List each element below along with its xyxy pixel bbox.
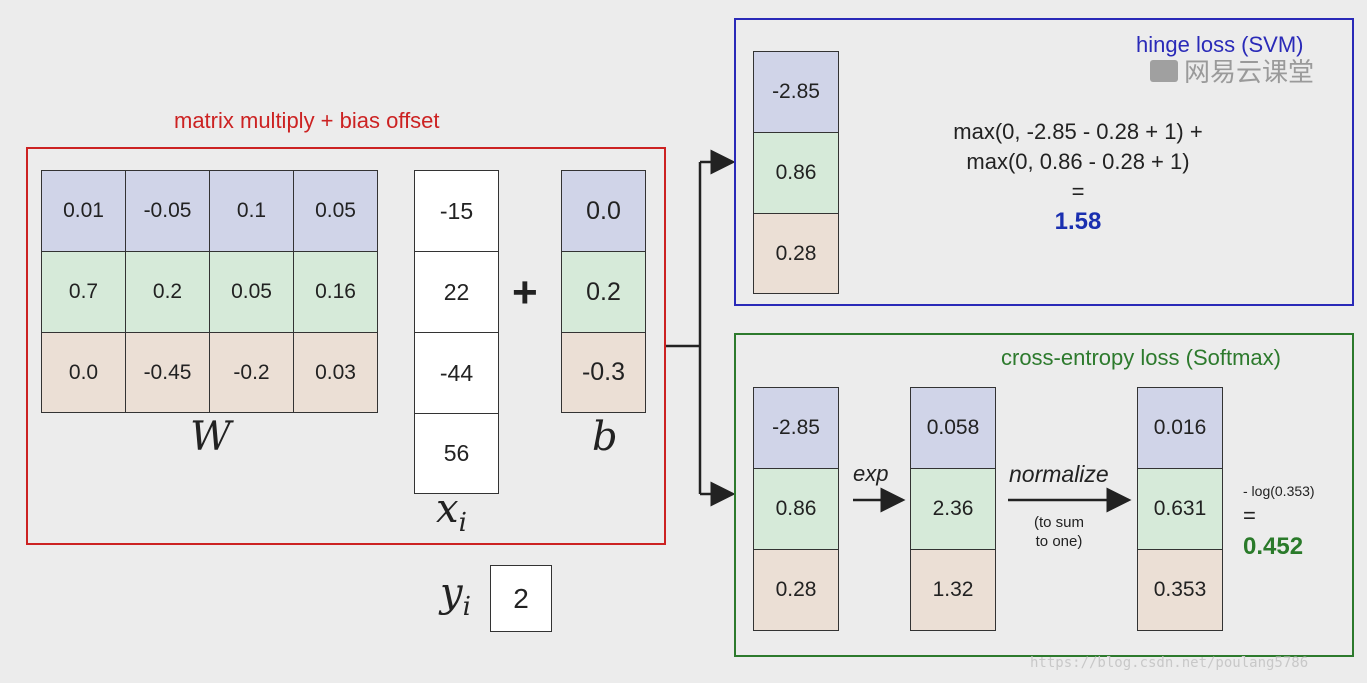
b-cell: 0.0 (561, 170, 646, 252)
x-label: xi (436, 486, 467, 538)
x-cell: -44 (414, 332, 499, 414)
watermark-logo-text: 网易云课堂 (1184, 57, 1315, 87)
softmax-panel-frame (734, 333, 1354, 657)
softmax-result: 0.452 (1243, 533, 1304, 560)
softmax-score-cell: 0.86 (753, 468, 839, 550)
w-cell: -0.45 (125, 332, 210, 413)
hinge-equals: = (1071, 179, 1085, 204)
softmax-log-expr: - log(0.353) (1243, 483, 1315, 499)
watermark-url: https://blog.csdn.net/poulang5786 (1030, 655, 1309, 671)
x-label-sub: i (458, 508, 467, 538)
y-value-box: 2 (490, 565, 552, 632)
softmax-equals: = (1243, 503, 1256, 528)
b-cell: 0.2 (561, 251, 646, 333)
w-cell: 0.01 (41, 170, 126, 252)
hinge-score-cell: 0.28 (753, 213, 839, 294)
w-cell: 0.03 (293, 332, 378, 413)
hinge-panel-frame (734, 18, 1354, 306)
hinge-panel-title: hinge loss (SVM) (1136, 32, 1304, 57)
exp-value-cell: 1.32 (910, 549, 996, 631)
x-cell: 56 (414, 413, 499, 494)
w-cell: 0.05 (209, 251, 294, 333)
w-cell: 0.1 (209, 170, 294, 252)
y-label-sub: i (462, 592, 471, 622)
plus-sign: + (512, 268, 538, 317)
w-cell: -0.2 (209, 332, 294, 413)
x-cell: 22 (414, 251, 499, 333)
exp-value-cell: 2.36 (910, 468, 996, 550)
hinge-formula-line1: max(0, -2.85 - 0.28 + 1) + (953, 119, 1203, 144)
w-cell: 0.16 (293, 251, 378, 333)
x-cell: -15 (414, 170, 499, 252)
x-label-letter: x (436, 486, 459, 532)
exp-label: exp (853, 461, 889, 486)
cloud-icon (1150, 59, 1178, 82)
softmax-panel-title: cross-entropy loss (Softmax) (1001, 345, 1281, 370)
matrix-panel-title: matrix multiply + bias offset (174, 108, 440, 133)
exp-value-cell: 0.058 (910, 387, 996, 469)
hinge-score-cell: 0.86 (753, 132, 839, 214)
w-cell: 0.2 (125, 251, 210, 333)
hinge-formula: max(0, -2.85 - 0.28 + 1) + max(0, 0.86 -… (900, 117, 1256, 237)
prob-value-cell: 0.016 (1137, 387, 1223, 469)
w-cell: 0.05 (293, 170, 378, 252)
normalize-note: (to sum to one) (1033, 514, 1084, 550)
matrix-panel-frame (26, 147, 666, 545)
w-cell: 0.7 (41, 251, 126, 333)
y-label: yi (440, 570, 471, 622)
hinge-formula-line2: max(0, 0.86 - 0.28 + 1) (966, 149, 1190, 174)
watermark-logo: 网易云课堂 (1150, 52, 1314, 89)
softmax-score-cell: 0.28 (753, 549, 839, 631)
w-cell: -0.05 (125, 170, 210, 252)
hinge-score-cell: -2.85 (753, 51, 839, 133)
normalize-label: normalize (1009, 461, 1109, 487)
b-cell: -0.3 (561, 332, 646, 413)
b-label: b (592, 414, 618, 460)
softmax-score-cell: -2.85 (753, 387, 839, 469)
w-cell: 0.0 (41, 332, 126, 413)
hinge-result: 1.58 (1054, 208, 1102, 235)
prob-value-cell: 0.353 (1137, 549, 1223, 631)
y-label-letter: y (440, 570, 463, 616)
prob-value-cell: 0.631 (1137, 468, 1223, 550)
w-label: W (190, 414, 232, 460)
